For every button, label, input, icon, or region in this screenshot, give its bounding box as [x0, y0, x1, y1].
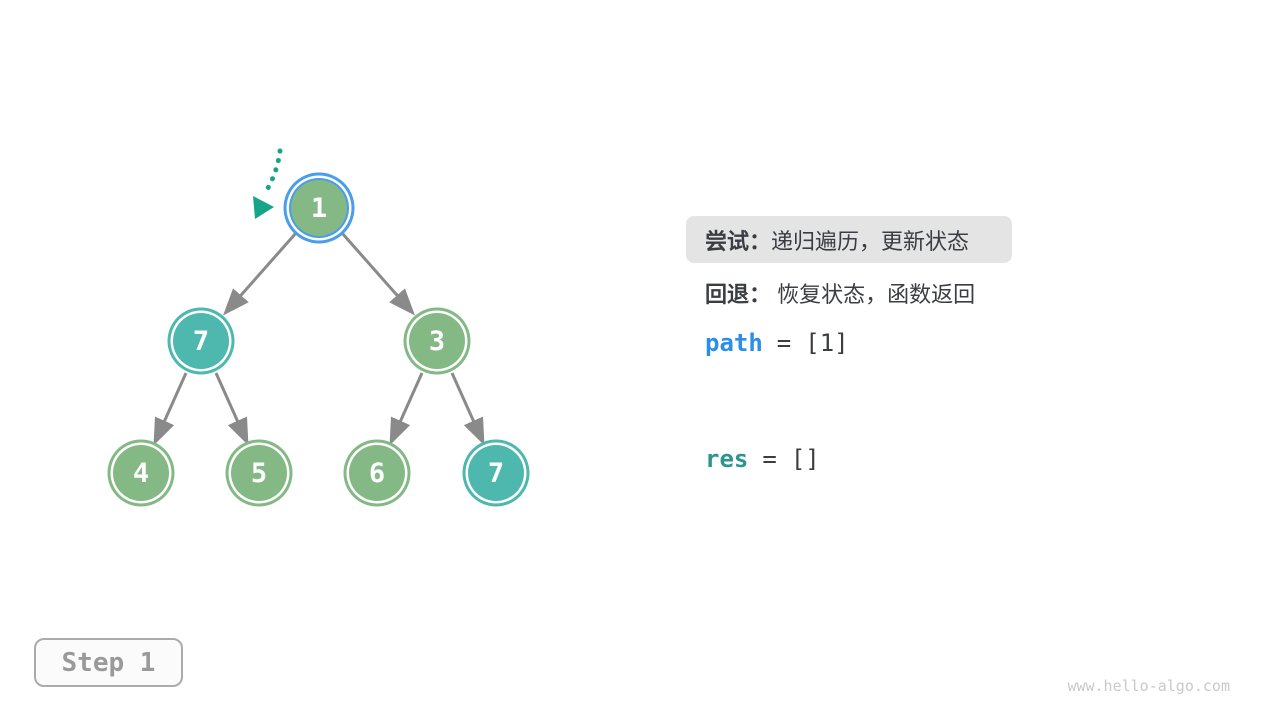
watermark-text: www.hello-algo.com [1067, 677, 1230, 695]
step-badge: Step 1 [34, 638, 183, 687]
tree-node: 7 [173, 313, 229, 369]
tree-edge [389, 372, 424, 446]
legend-try-line: 尝试： 递归遍历，更新状态 [686, 216, 1012, 263]
tree-edge [450, 372, 485, 446]
res-variable-name: res [705, 445, 749, 473]
tree-edge [153, 372, 188, 446]
tree-node: 5 [231, 445, 287, 501]
path-equals-sign: = [776, 329, 792, 357]
path-value: [1] [805, 329, 849, 357]
legend-back-text: 恢复状态，函数返回 [777, 282, 976, 307]
path-variable-name: path [705, 329, 763, 357]
tree-edge [340, 232, 415, 316]
legend-back-label: 回退： [705, 282, 772, 307]
legend-try-label: 尝试： [705, 228, 772, 254]
tree-node: 3 [409, 313, 465, 369]
tree-node-current: 1 [291, 180, 347, 236]
tree-node: 6 [349, 445, 405, 501]
res-state-line: res = [] [705, 445, 820, 473]
tree-node: 7 [468, 445, 524, 501]
current-pointer-arrow-icon [253, 148, 283, 219]
legend-back-line: 回退： 恢复状态，函数返回 [705, 277, 975, 309]
res-equals-sign: = [762, 445, 777, 473]
tree-edge [223, 232, 298, 316]
legend-try-text: 递归遍历，更新状态 [771, 228, 970, 254]
res-value: [] [790, 445, 820, 473]
tree-edge [214, 372, 249, 446]
tree-node: 4 [113, 445, 169, 501]
path-state-line: path = [1] [705, 329, 849, 357]
